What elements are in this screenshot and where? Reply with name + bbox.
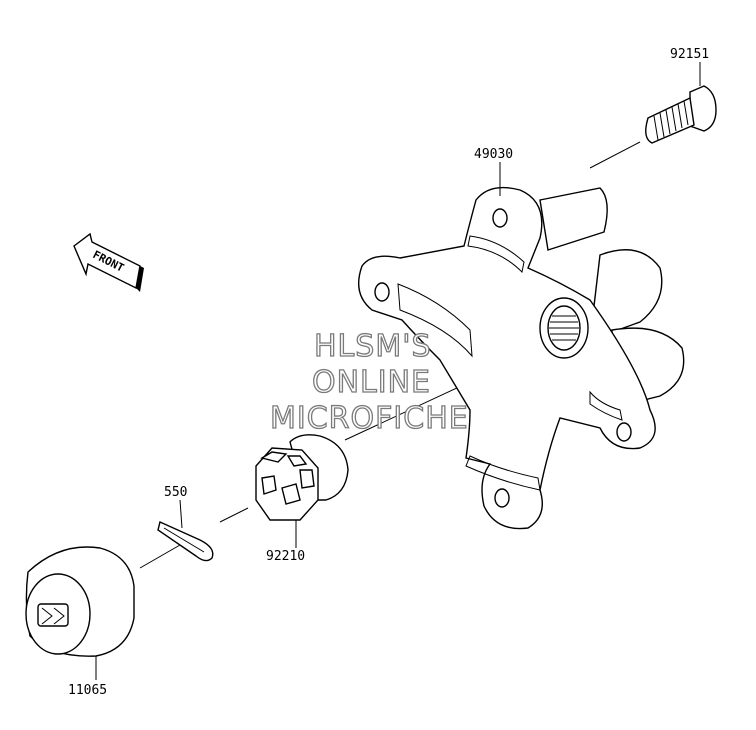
bolt-92151[interactable] <box>645 62 717 144</box>
castle-nut-92210[interactable] <box>255 434 349 548</box>
watermark-line-1: HLSM'S <box>314 329 432 364</box>
label-92210: 92210 <box>266 549 305 564</box>
wheel-hub-49030[interactable] <box>358 162 685 530</box>
label-92151: 92151 <box>670 47 709 62</box>
watermark-line-3: MICROFICHE <box>270 401 469 436</box>
label-49030: 49030 <box>474 147 513 162</box>
watermark: HLSM'S ONLINE MICROFICHE <box>269 328 469 436</box>
watermark-line-2: ONLINE <box>312 365 431 400</box>
front-direction-arrow: FRONT <box>73 232 144 292</box>
label-550: 550 <box>164 485 187 500</box>
brand-logo-icon <box>37 603 69 627</box>
cotter-pin-550[interactable] <box>157 499 214 562</box>
hub-cap-11065[interactable] <box>25 546 135 680</box>
label-11065: 11065 <box>68 683 107 698</box>
